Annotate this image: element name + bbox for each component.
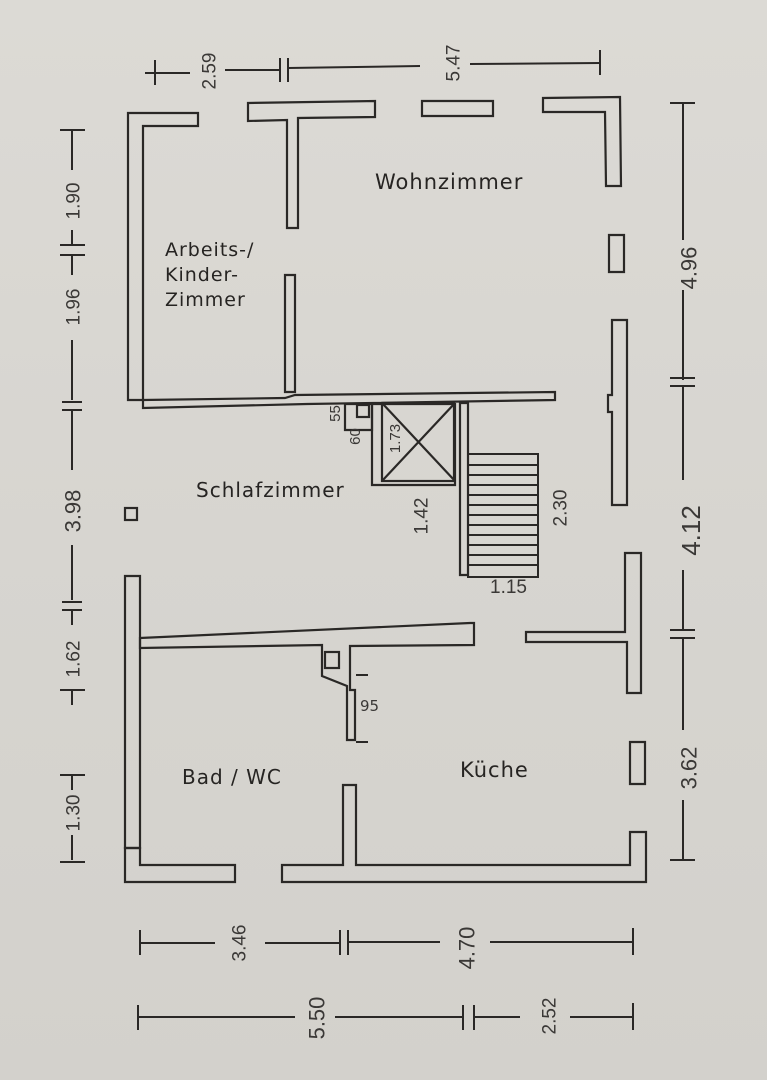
bottom-dimension-lines [137,928,634,1030]
dim-stair-115: 1.15 [490,577,527,598]
dim-chimney-60: 60 [346,428,364,445]
dim-door-95: 95 [360,697,380,715]
dim-right-496: 4.96 [676,246,702,290]
door-95-ticks [356,674,368,743]
dim-shaft-173: 1.73 [387,423,405,454]
dim-left-190: 1.90 [63,182,85,220]
staircase [467,453,539,578]
right-dimension-line [670,102,695,861]
dim-bottom-470: 4.70 [454,926,480,970]
wall-horizontal-mid-bottom [138,621,476,742]
dim-stair-230: 2.30 [550,489,572,527]
dim-bottom-550: 5.50 [304,996,330,1040]
dim-right-362: 3.62 [676,746,702,790]
dim-bottom-346: 3.46 [229,924,251,962]
wall-right-pier-lower [628,740,647,786]
dim-left-162: 1.62 [63,640,85,678]
wall-left-lower [123,574,142,850]
room-label-bad: Bad / WC [182,765,282,789]
chimney-flue [355,403,371,419]
wall-horizontal-mid-top [141,390,557,410]
walls [123,95,648,884]
top-dimension-line [145,50,601,85]
left-dimension-line [60,129,85,863]
room-label-arbeitszimmer-line1: Arbeits-/ [165,239,255,261]
dim-right-412: 4.12 [675,505,706,556]
dim-hall-142: 1.42 [411,497,433,535]
wall-right-t [524,551,643,695]
wall-bottom-left-corner [123,846,237,884]
room-label-kueche: Küche [460,758,529,782]
dim-left-130: 1.30 [63,794,85,832]
wall-left-pillar [123,506,139,522]
wall-top-left-corner [126,111,200,402]
shaft-x-2 [381,402,456,482]
room-label-schlafzimmer: Schlafzimmer [196,478,345,502]
room-label-arbeitszimmer-line2: Kinder- [165,264,239,286]
wall-divider-lower [283,273,297,394]
shaft-inner [380,401,456,483]
shaft-small-bad [323,650,341,670]
wall-top-right-corner [541,95,623,188]
wall-right-pier [607,233,626,274]
dim-top-259: 2.59 [199,52,221,90]
room-label-arbeitszimmer: Arbeits-/ Kinder- Zimmer [165,238,254,313]
dim-bottom-252: 2.52 [539,997,561,1035]
dim-left-398: 3.98 [60,489,86,533]
dim-left-196: 1.96 [63,288,85,326]
wall-right-long [606,318,629,507]
room-label-wohnzimmer: Wohnzimmer [375,170,524,194]
wall-top-t [246,99,377,230]
dim-chimney-55: 55 [326,405,344,422]
wall-top-segment [420,99,495,118]
room-label-arbeitszimmer-line3: Zimmer [165,289,246,311]
dim-top-547: 5.47 [443,44,465,82]
wall-bottom-t [280,783,648,884]
wall-stair-side [458,401,470,577]
